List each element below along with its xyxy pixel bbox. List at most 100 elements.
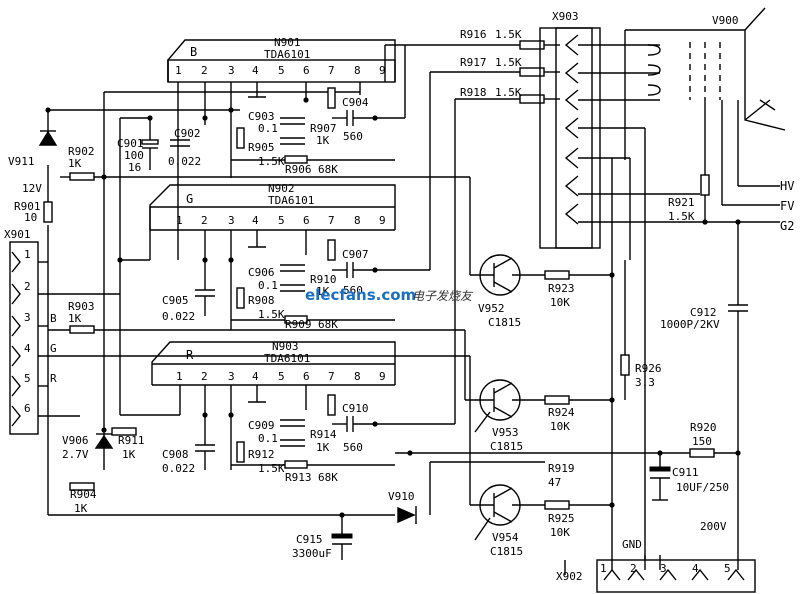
watermark-cn: 电子发烧友 xyxy=(412,289,474,303)
c907-val: 560 xyxy=(343,284,363,297)
r901-val: 10 xyxy=(24,211,37,224)
r917-ref: R917 xyxy=(460,56,487,69)
res-r910: R910 1K xyxy=(310,239,337,298)
svg-text:2: 2 xyxy=(201,370,208,383)
diode-v911: V911 xyxy=(8,130,58,168)
r914-ref: R914 xyxy=(310,428,337,441)
r913-val: 68K xyxy=(318,471,338,484)
res-r903: R903 1K xyxy=(48,300,465,334)
r911-val: 1K xyxy=(122,448,136,461)
cap-c905: C905 0.022 xyxy=(162,289,215,323)
cap-c901: C901 100 16 xyxy=(117,118,159,174)
x901-name: X901 xyxy=(4,228,31,241)
r921-val: 1.5K xyxy=(668,210,695,223)
cap-c904: C904 560 xyxy=(332,96,375,143)
cap-c907: C907 560 xyxy=(332,248,375,297)
svg-text:5: 5 xyxy=(24,372,31,385)
c901-val2: 16 xyxy=(128,161,141,174)
r919-ref: R919 xyxy=(548,462,575,475)
watermark: elecfans.com 电子发烧友 xyxy=(305,286,474,304)
ic-n901-channel: B xyxy=(190,45,197,59)
svg-text:6: 6 xyxy=(24,402,31,415)
res-r916: R916 1.5K xyxy=(384,28,560,82)
svg-text:8: 8 xyxy=(354,370,361,383)
svg-text:4: 4 xyxy=(692,562,699,575)
watermark-text: elecfans.com xyxy=(305,286,416,304)
svg-text:6: 6 xyxy=(303,370,310,383)
crt-v900: V900 HV FV G2 xyxy=(624,7,794,233)
res-r926: R926 3.3 xyxy=(620,260,662,400)
svg-text:7: 7 xyxy=(328,370,335,383)
r923-val: 10K xyxy=(550,296,570,309)
r908-ref: R908 xyxy=(248,294,275,307)
transistor-v952: V952 C1815 xyxy=(469,177,521,329)
c908-ref: C908 xyxy=(162,448,189,461)
r908-val: 1.5K xyxy=(258,308,285,321)
ic-n903-name: N903 xyxy=(272,340,299,353)
r909-ref: R909 xyxy=(285,318,312,331)
res-r920: R920 150 xyxy=(395,421,738,458)
r926-val: 3.3 xyxy=(635,376,655,389)
v911-ref: V911 xyxy=(8,155,35,168)
svg-text:5: 5 xyxy=(724,562,731,575)
r923-ref: R923 xyxy=(548,282,575,295)
c902-ref: C902 xyxy=(174,127,201,140)
r912-ref: R912 xyxy=(248,448,275,461)
r910-val: 1K xyxy=(316,285,330,298)
v954-ref: V954 xyxy=(492,531,519,544)
x902-title: GND xyxy=(622,538,642,551)
transistor-v953: V953 C1815 xyxy=(464,330,523,453)
v906-val: 2.7V xyxy=(62,448,89,461)
r924-val: 10K xyxy=(550,420,570,433)
svg-text:5: 5 xyxy=(278,370,285,383)
c909-val: 0.1 xyxy=(258,432,278,445)
v953-type: C1815 xyxy=(490,440,523,453)
junction-dots xyxy=(45,97,741,518)
r903-val: 1K xyxy=(68,312,82,325)
r925-ref: R925 xyxy=(548,512,575,525)
x903-name: X903 xyxy=(552,10,579,23)
v952-type: C1815 xyxy=(488,316,521,329)
c910-val: 560 xyxy=(343,441,363,454)
r907-val: 1K xyxy=(316,134,330,147)
r903-ref: R903 xyxy=(68,300,95,313)
res-r923: R923 10K xyxy=(512,270,612,309)
c904-val: 560 xyxy=(343,130,363,143)
svg-text:4: 4 xyxy=(252,64,259,77)
res-r924: R924 10K xyxy=(512,395,612,433)
svg-text:1: 1 xyxy=(24,248,31,261)
svg-text:7: 7 xyxy=(328,64,335,77)
cap-c902: C902 0.022 xyxy=(168,127,201,168)
r902-val: 1K xyxy=(68,157,82,170)
x902-name: X902 xyxy=(556,570,583,583)
res-r902: R902 1K xyxy=(60,145,470,181)
res-r906: R906 68K xyxy=(231,155,395,176)
r912-val: 1.5K xyxy=(258,462,285,475)
ic-n901-name: N901 xyxy=(274,36,301,49)
c912-val: 1000P/2KV xyxy=(660,318,720,331)
res-r912: R912 1.5K xyxy=(236,441,285,475)
res-r908: R908 1.5K xyxy=(236,287,285,321)
svg-text:9: 9 xyxy=(379,214,386,227)
r901-ref: R901 xyxy=(14,200,41,213)
res-r917: R917 1.5K xyxy=(375,56,560,271)
c903-ref: C903 xyxy=(248,110,275,123)
r905-ref: R905 xyxy=(248,141,275,154)
connector-x901: X901 1 2 3 4 5 6 B G R xyxy=(4,228,470,435)
ground-symbols xyxy=(248,82,266,403)
cap-c912: C912 1000P/2KV xyxy=(660,222,748,525)
svg-text:5: 5 xyxy=(278,64,285,77)
c906-ref: C906 xyxy=(248,266,275,279)
c901-ref: C901 xyxy=(117,137,144,150)
r925-val: 10K xyxy=(550,526,570,539)
cap-c911: C911 10UF/250 xyxy=(649,453,729,501)
r920-ref: R920 xyxy=(690,421,717,434)
ic-n902-name: N902 xyxy=(268,182,295,195)
ic-n901-type: TDA6101 xyxy=(264,48,310,61)
r904-ref: R904 xyxy=(70,488,97,501)
svg-text:2: 2 xyxy=(24,280,31,293)
output-hv: HV xyxy=(780,179,794,193)
